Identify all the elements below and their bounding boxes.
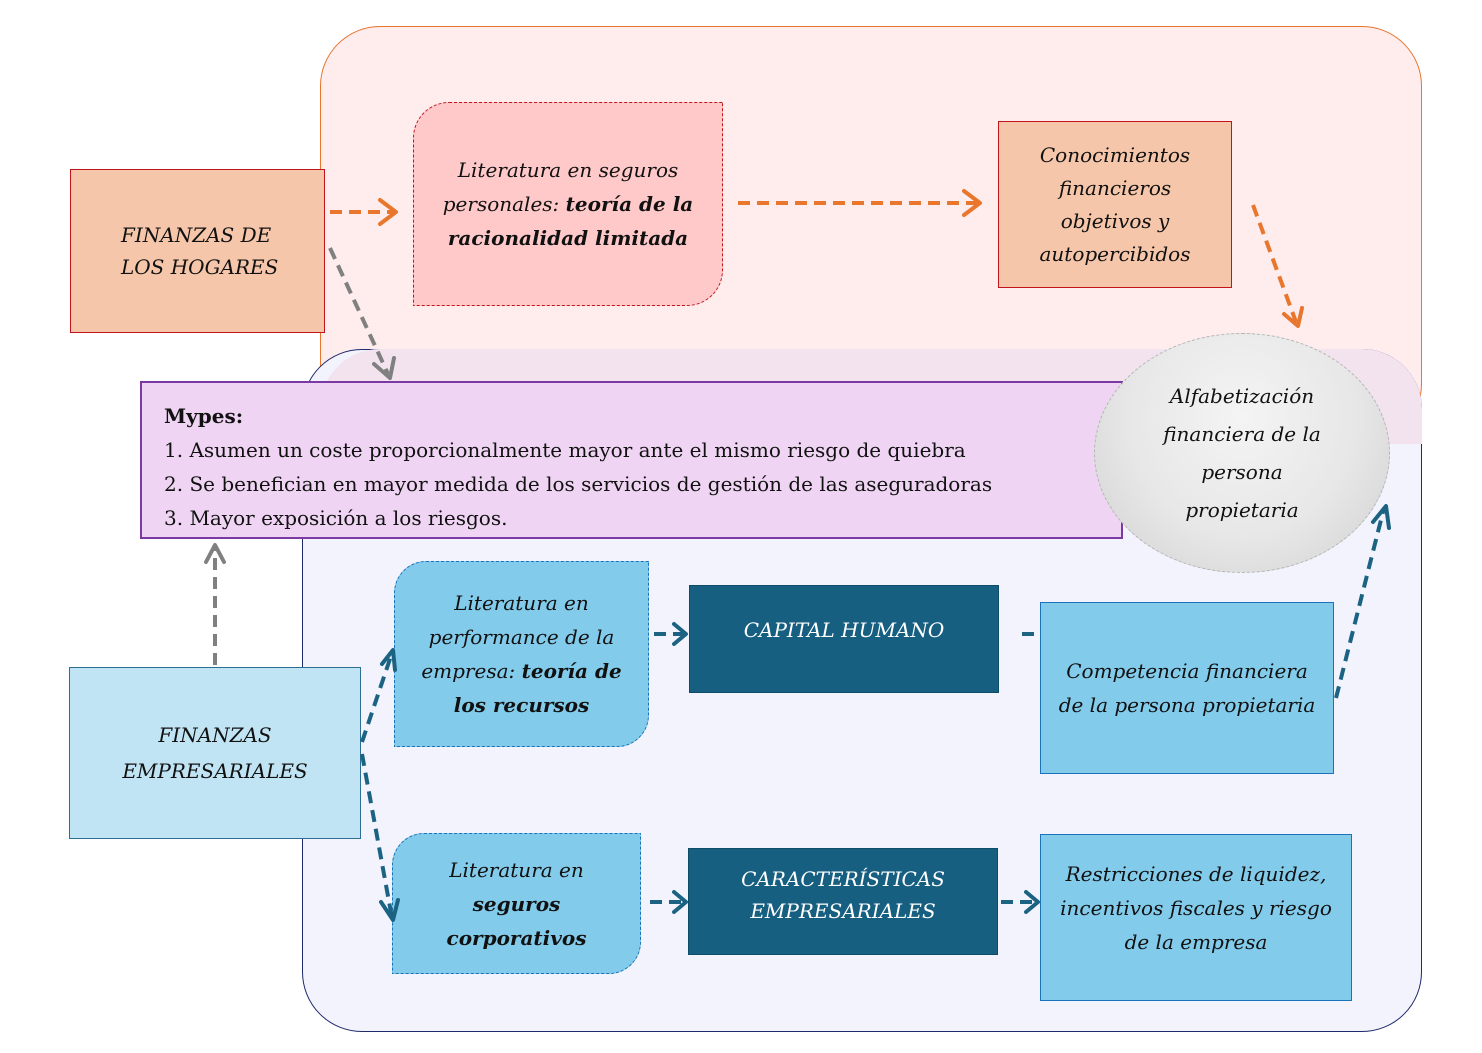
- lit-personal-text: Literatura en seguros personales:: [442, 158, 679, 216]
- finanzas-empresariales-node: FINANZAS EMPRESARIALES: [69, 667, 361, 839]
- alfabetizacion-text: Alfabetización financiera de la persona …: [1163, 384, 1321, 522]
- mypes-item: 2. Se benefician en mayor medida de los …: [164, 472, 993, 496]
- lit-performance-text: Literatura en performance de la empresa:: [421, 591, 615, 683]
- lit-corporativos-bold: seguros corporativos: [446, 891, 587, 950]
- arrowhead: [204, 543, 226, 564]
- lit-corporativos-text: Literatura en: [449, 857, 584, 882]
- alfabetizacion-financiera-node: Alfabetización financiera de la persona …: [1094, 333, 1390, 573]
- caracteristicas-line2: EMPRESARIALES: [750, 898, 936, 923]
- finanzas-empresariales-line2: EMPRESARIALES: [122, 759, 308, 783]
- caracteristicas-line1: CARACTERÍSTICAS: [741, 866, 945, 891]
- literatura-seguros-corporativos-node: Literatura en seguros corporativos: [392, 833, 641, 974]
- mypes-item: 1. Asumen un coste proporcionalmente may…: [164, 438, 966, 462]
- capital-humano-node: CAPITAL HUMANO: [689, 585, 999, 693]
- finanzas-hogares-line2: LOS HOGARES: [121, 255, 279, 279]
- lit-personal-bold: teoría de la racionalidad limitada: [447, 192, 694, 250]
- competencia-text: Competencia financiera de la persona pro…: [1058, 659, 1316, 717]
- competencia-financiera-node: Competencia financiera de la persona pro…: [1040, 602, 1334, 774]
- literatura-performance-node: Literatura en performance de la empresa:…: [394, 561, 649, 747]
- finanzas-hogares-line1: FINANZAS DE: [121, 223, 272, 247]
- capital-humano-text: CAPITAL HUMANO: [743, 618, 945, 642]
- mypes-item: 3. Mayor exposición a los riesgos.: [164, 506, 508, 530]
- literatura-seguros-personales-node: Literatura en seguros personales: teoría…: [413, 102, 723, 306]
- lit-performance-bold: teoría de los recursos: [453, 659, 622, 717]
- finanzas-empresariales-line1: FINANZAS: [158, 723, 272, 747]
- conocimientos-financieros-node: Conocimientos financieros objetivos y au…: [998, 121, 1232, 288]
- caracteristicas-empresariales-node: CARACTERÍSTICAS EMPRESARIALES: [688, 848, 998, 955]
- conocimientos-text: Conocimientos financieros objetivos y au…: [1039, 142, 1191, 266]
- restricciones-node: Restricciones de liquidez, incentivos fi…: [1040, 834, 1352, 1001]
- mypes-title: Mypes:: [164, 404, 244, 428]
- restricciones-text: Restricciones de liquidez, incentivos fi…: [1060, 861, 1332, 954]
- finanzas-hogares-node: FINANZAS DE LOS HOGARES: [70, 169, 325, 333]
- mypes-node: Mypes: 1. Asumen un coste proporcionalme…: [140, 381, 1123, 539]
